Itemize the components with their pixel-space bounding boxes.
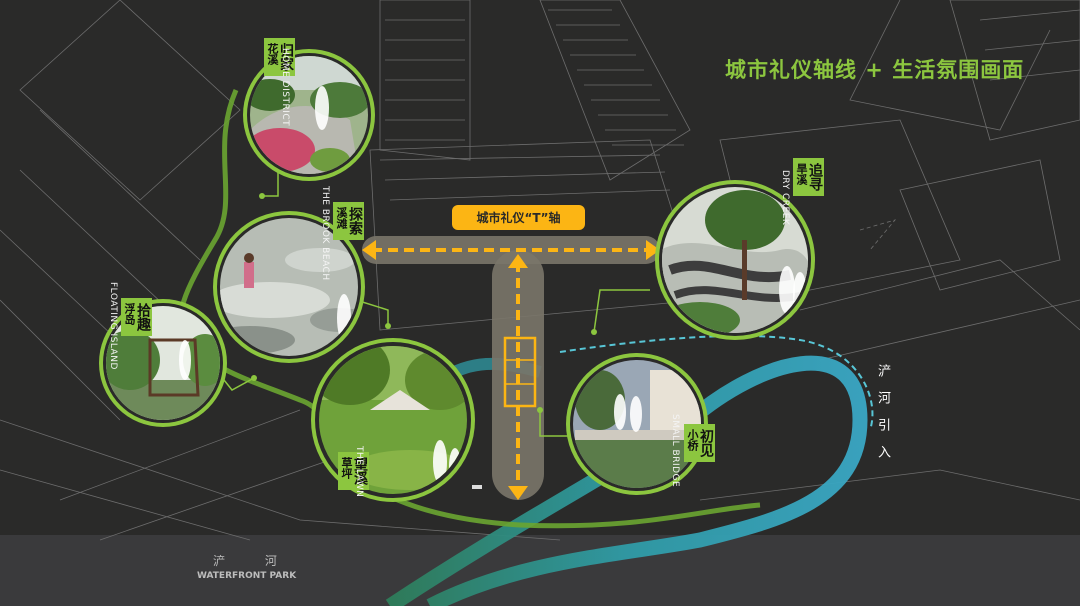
label-lawn: 望溪 草坪	[338, 452, 369, 490]
label-creek-sub: 旱溪	[795, 163, 808, 185]
label-bridge-cn: 初见	[698, 429, 714, 457]
label-island-cn: 拾趣	[135, 303, 151, 331]
label-island-en: FLOATING ISLAND	[108, 282, 118, 370]
label-island-sub: 浮岛	[123, 303, 136, 325]
page-title: 城市礼仪轴线 + 生活氛围画面	[725, 58, 1025, 82]
label-brook-sub: 溪滩	[335, 207, 348, 229]
vignette-creek[interactable]	[655, 180, 815, 340]
connector-dots	[251, 193, 597, 413]
label-home-en: HOME DISTRICT	[280, 48, 290, 127]
label-brook: 探索 溪滩	[333, 202, 364, 240]
river-label: 浐河引入	[875, 364, 890, 472]
river-dash	[559, 334, 874, 431]
label-creek-en: DRY CREEK	[780, 170, 790, 226]
label-brook-en: THE BROOK BEACH	[320, 186, 330, 281]
label-bridge-en: SMALL BRIDGE	[670, 414, 680, 488]
label-home-cn: 归家	[278, 43, 294, 71]
label-lawn-cn: 望溪	[352, 457, 368, 485]
label-lawn-sub: 草坪	[340, 457, 353, 479]
t-axis	[362, 236, 660, 500]
green-path	[178, 89, 761, 529]
t-axis-label: 城市礼仪“T”轴	[452, 205, 585, 230]
label-creek-cn: 追寻	[807, 163, 823, 191]
vignette-lawn[interactable]	[310, 335, 480, 510]
label-bridge: 初见 小桥	[684, 424, 715, 462]
vignette-island[interactable]	[99, 299, 230, 430]
label-lawn-en: THE LAWN	[354, 446, 364, 498]
vignette-home[interactable]	[240, 49, 380, 181]
park-label-en: WATERFRONT PARK	[197, 571, 297, 581]
marker	[472, 485, 482, 489]
label-island: 拾趣 浮岛	[121, 298, 152, 336]
label-home: 归家 花溪	[264, 38, 295, 76]
label-bridge-sub: 小桥	[686, 429, 699, 451]
label-creek: 追寻 旱溪	[793, 158, 824, 196]
vignette-bridge[interactable]	[566, 353, 710, 495]
park-label-cn: 浐 河	[213, 554, 295, 568]
label-home-sub: 花溪	[266, 43, 279, 65]
label-brook-cn: 探索	[347, 207, 363, 235]
